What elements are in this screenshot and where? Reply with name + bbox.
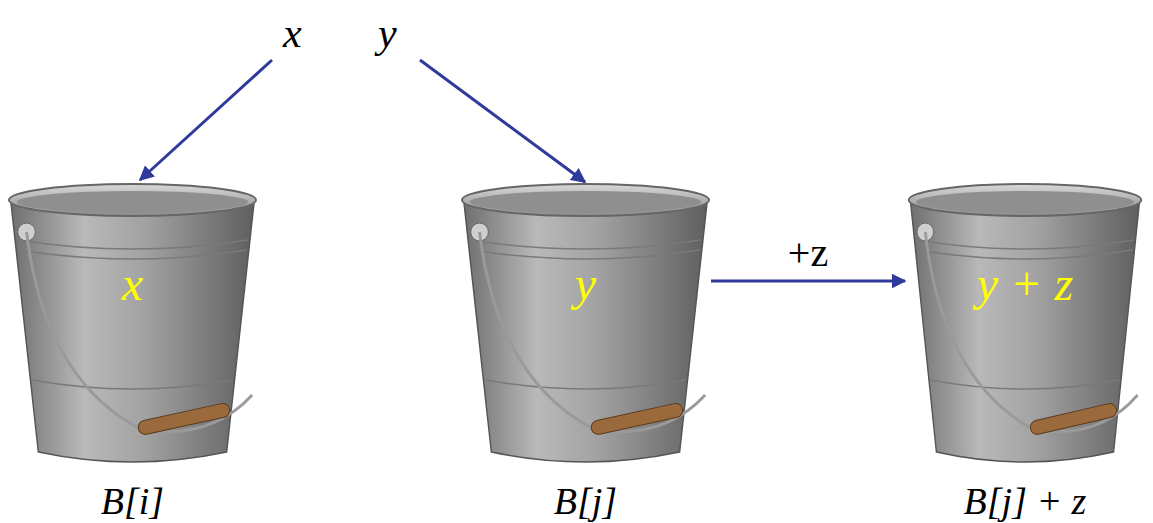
variable-label: x <box>283 12 302 54</box>
bucket-ridge <box>471 250 699 259</box>
bucket-ridge <box>470 240 700 249</box>
bucket-content: y + z <box>905 260 1145 308</box>
edge-label: +z <box>786 233 830 273</box>
bucket-content: y <box>458 260 713 308</box>
bucket-ridge <box>918 250 1133 259</box>
bucket-opening <box>470 191 701 213</box>
input-arrow <box>420 60 585 182</box>
bucket-opening <box>916 191 1134 213</box>
bucket-name: B[j] + z <box>905 482 1145 520</box>
bucket-ridge <box>485 380 685 389</box>
bucket-node: yB[j] <box>458 180 713 518</box>
bucket-rim <box>909 184 1142 216</box>
handle-grip <box>137 402 231 435</box>
bucket-name: B[j] <box>458 482 713 520</box>
bucket-rim <box>9 184 256 216</box>
bucket-ridge <box>917 240 1134 249</box>
bucket-ridge <box>17 240 247 249</box>
bucket-illustration <box>5 180 260 470</box>
bucket-ridge <box>18 250 246 259</box>
bucket-rim <box>462 184 709 216</box>
bucket-body <box>11 202 254 462</box>
input-arrow <box>140 60 272 180</box>
handle-grip <box>590 402 684 435</box>
bucket-content: x <box>5 260 260 308</box>
bucket-opening <box>17 191 248 213</box>
bucket-illustration <box>905 180 1145 470</box>
bucket-ridge <box>931 380 1119 389</box>
bucket-illustration <box>458 180 713 470</box>
bucket-name: B[i] <box>5 482 260 520</box>
bucket-ridge <box>32 380 232 389</box>
transfer-arrow <box>711 280 905 283</box>
bucket-node: y + z B[j] + z <box>905 180 1145 518</box>
bucket-body <box>911 202 1140 462</box>
handle-grip <box>1029 402 1117 435</box>
variable-label: y <box>378 12 397 54</box>
bucket-body <box>464 202 707 462</box>
bucket-node: xB[i] <box>5 180 260 518</box>
